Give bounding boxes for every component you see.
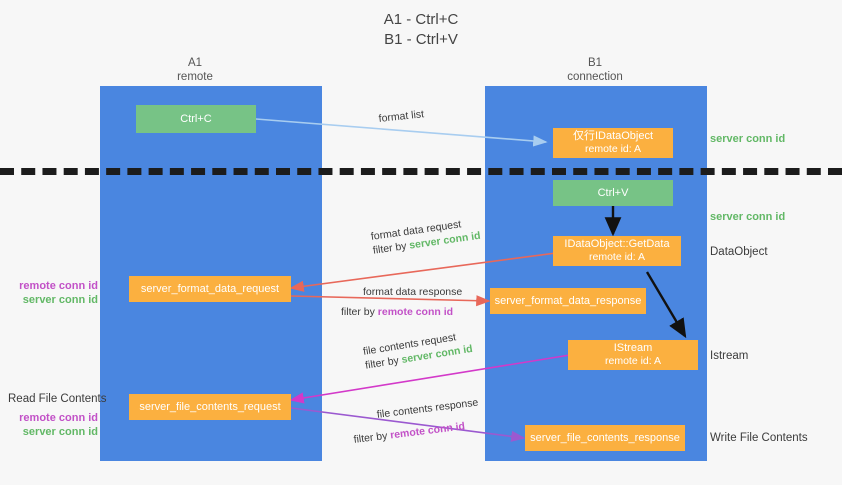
title-line-1: A1 - Ctrl+C bbox=[383, 11, 459, 28]
node-server-format-data-response[interactable]: server_format_data_response bbox=[490, 288, 646, 314]
column-b1-sub: connection bbox=[567, 71, 623, 83]
column-header-b1: B1 connection bbox=[520, 56, 670, 84]
node-idataobject-top-line2: remote id: A bbox=[584, 143, 642, 155]
node-istream-line1: IStream bbox=[613, 342, 653, 354]
arrow-getdata-to-istream bbox=[645, 271, 687, 339]
column-b1-name: B1 bbox=[587, 57, 603, 69]
arrow-file-contents-response bbox=[290, 407, 526, 442]
node-ctrl-v[interactable]: Ctrl+V bbox=[553, 180, 673, 206]
annotation-remote-conn-id-2: remote conn id bbox=[19, 412, 98, 424]
annotation-dataobject: DataObject bbox=[710, 246, 768, 258]
annotation-read-file-contents: Read File Contents bbox=[8, 393, 107, 405]
annotation-left-pair-2: remote conn id server conn id bbox=[10, 411, 98, 439]
annotation-istream: Istream bbox=[710, 350, 749, 362]
node-istream[interactable]: IStream remote id: A bbox=[568, 340, 698, 370]
column-a1-name: A1 bbox=[187, 57, 203, 69]
node-idataobject-top[interactable]: 仅行IDataObject remote id: A bbox=[553, 128, 673, 158]
annotation-remote-conn-id-1: remote conn id bbox=[19, 280, 98, 292]
annotation-server-conn-id-1: server conn id bbox=[710, 133, 786, 145]
node-istream-line2: remote id: A bbox=[604, 355, 662, 367]
edge-label-format-data-response: format data response filter by remote co… bbox=[341, 285, 463, 319]
annotation-write-file-contents: Write File Contents bbox=[710, 432, 808, 444]
node-server-file-contents-request-label: server_file_contents_request bbox=[139, 400, 281, 413]
node-server-file-contents-response-label: server_file_contents_response bbox=[530, 431, 680, 444]
node-idataobject-top-line1: 仅行IDataObject bbox=[572, 130, 654, 142]
column-a1-sub: remote bbox=[177, 71, 213, 83]
phase-divider bbox=[0, 168, 842, 175]
edge-label-format-data-response-filter: filter by remote conn id bbox=[341, 305, 462, 319]
title-line-2: B1 - Ctrl+V bbox=[384, 31, 458, 48]
node-idataobject-getdata[interactable]: IDataObject::GetData remote id: A bbox=[553, 236, 681, 266]
arrow-format-data-response bbox=[290, 295, 491, 307]
node-idataobject-getdata-line1: IDataObject::GetData bbox=[564, 238, 670, 250]
arrow-file-contents-request bbox=[289, 354, 571, 404]
node-server-format-data-request[interactable]: server_format_data_request bbox=[129, 276, 291, 302]
annotation-server-conn-id-4: server conn id bbox=[22, 426, 98, 438]
column-header-a1: A1 remote bbox=[120, 56, 270, 84]
node-server-file-contents-response[interactable]: server_file_contents_response bbox=[525, 425, 685, 451]
node-idataobject-getdata-line2: remote id: A bbox=[588, 251, 646, 263]
filter-target-remote-conn-id: remote conn id bbox=[377, 306, 454, 318]
node-ctrl-v-label: Ctrl+V bbox=[597, 186, 629, 199]
node-ctrl-c-label: Ctrl+C bbox=[180, 112, 212, 125]
page-title: A1 - Ctrl+C B1 - Ctrl+V bbox=[0, 10, 842, 50]
edge-label-format-data-response-text: format data response bbox=[363, 286, 463, 298]
arrow-format-list bbox=[255, 118, 548, 147]
node-ctrl-c[interactable]: Ctrl+C bbox=[136, 105, 256, 133]
filter-prefix: filter by bbox=[341, 306, 378, 318]
annotation-left-pair-1: remote conn id server conn id bbox=[10, 279, 98, 307]
annotation-server-conn-id-3: server conn id bbox=[22, 294, 98, 306]
node-server-file-contents-request[interactable]: server_file_contents_request bbox=[129, 394, 291, 420]
node-server-format-data-response-label: server_format_data_response bbox=[494, 294, 642, 307]
node-server-format-data-request-label: server_format_data_request bbox=[140, 282, 280, 295]
annotation-server-conn-id-2: server conn id bbox=[710, 211, 786, 223]
arrow-format-data-request bbox=[289, 252, 557, 292]
